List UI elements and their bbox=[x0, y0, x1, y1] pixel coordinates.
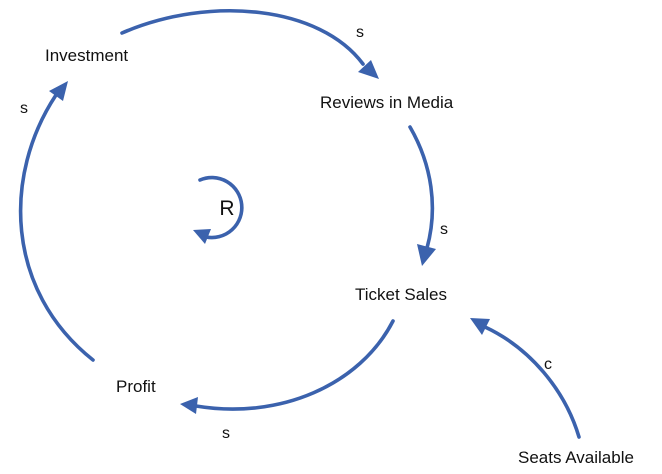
link-investment-to-reviews bbox=[120, 9, 379, 79]
link-ticket-sales-to-profit-line bbox=[194, 319, 395, 411]
link-profit-to-investment-arrowhead bbox=[49, 81, 68, 101]
loop-label: R bbox=[219, 197, 234, 220]
link-profit-to-investment-line bbox=[18, 93, 95, 362]
link-ticket-sales-to-profit-arrowhead bbox=[180, 397, 198, 414]
link-reviews-to-ticket-sales-arrowhead bbox=[417, 244, 436, 266]
node-seats-available: Seats Available bbox=[518, 448, 634, 467]
loop-indicator-arrowhead bbox=[193, 229, 211, 244]
link-investment-to-reviews-line bbox=[120, 9, 365, 66]
node-reviews-in-media: Reviews in Media bbox=[320, 93, 454, 112]
node-profit: Profit bbox=[116, 377, 156, 396]
link-ticket-sales-to-profit bbox=[180, 319, 395, 414]
link-reviews-to-ticket-sales-line bbox=[408, 125, 435, 250]
link-reviews-to-ticket-sales bbox=[408, 125, 436, 266]
node-investment: Investment bbox=[45, 46, 128, 65]
link-investment-to-reviews-arrowhead bbox=[358, 60, 379, 79]
polarity-investment-to-reviews: s bbox=[356, 24, 364, 41]
loop-indicator: R bbox=[193, 175, 244, 244]
loop-indicator-arc bbox=[198, 175, 244, 240]
link-profit-to-investment bbox=[18, 81, 95, 362]
link-seats-to-ticket-sales-line bbox=[483, 325, 581, 439]
polarity-profit-to-investment: s bbox=[20, 100, 28, 117]
link-seats-to-ticket-sales-arrowhead bbox=[470, 318, 490, 335]
node-ticket-sales: Ticket Sales bbox=[355, 285, 447, 304]
link-seats-to-ticket-sales bbox=[470, 318, 581, 439]
polarity-seats-to-ticket-sales: c bbox=[544, 356, 552, 373]
polarity-ticket-sales-to-profit: s bbox=[222, 425, 230, 442]
polarity-reviews-to-ticket-sales: s bbox=[440, 221, 448, 238]
